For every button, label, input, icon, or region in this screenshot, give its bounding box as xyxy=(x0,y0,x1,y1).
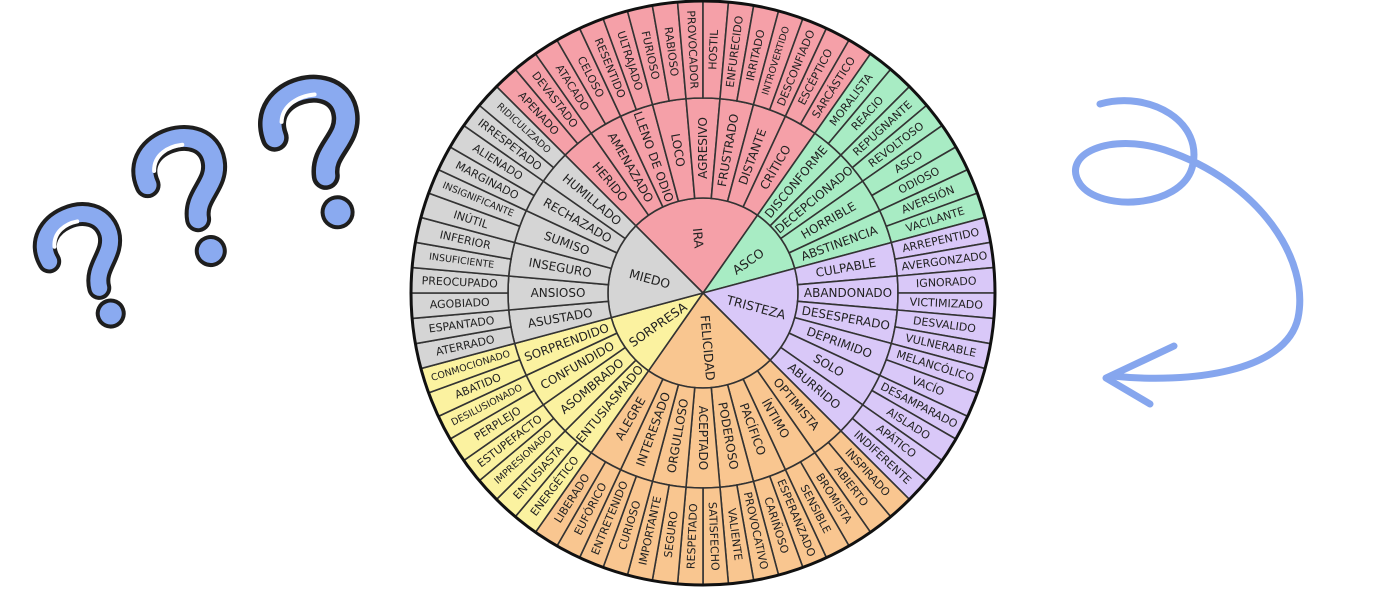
curved-arrow-icon xyxy=(1072,97,1304,408)
tertiary-emotion-label: PREOCUPADO xyxy=(421,274,498,290)
question-marks xyxy=(32,74,360,329)
secondary-emotion-label: ABANDONADO xyxy=(804,286,892,300)
tertiary-emotion-label: SEGURO xyxy=(662,510,681,558)
tertiary-emotion-label: RABIOSO xyxy=(662,26,681,77)
secondary-emotion-label: AGRESIVO xyxy=(696,117,710,179)
core-emotion-label: IRA xyxy=(690,227,707,249)
tertiary-emotion-label: VICTIMIZADO xyxy=(909,296,983,312)
question-mark-icon xyxy=(131,125,228,268)
emotion-wheel: IRAHERIDOAPENADODEVASTADOAMENAZADOATACAD… xyxy=(409,0,997,587)
secondary-emotion-label: ACEPTADO xyxy=(696,406,710,471)
secondary-emotion-label: LOCO xyxy=(668,132,688,167)
question-mark-icon xyxy=(32,202,126,329)
wheel-outline xyxy=(409,0,997,587)
core-emotion-label: FELICIDAD xyxy=(697,314,718,381)
secondary-emotion-label: ANSIOSO xyxy=(531,286,586,300)
tertiary-emotion-label: HOSTIL xyxy=(706,29,721,70)
question-mark-icon xyxy=(258,74,360,230)
tertiary-emotion-label: RESPETADO xyxy=(684,503,700,570)
tertiary-emotion-label: SATISFECHO xyxy=(706,502,722,572)
tertiary-emotion-label: PROVOCADOR xyxy=(684,10,700,90)
tertiary-emotion-label: IGNORADO xyxy=(916,275,977,291)
tertiary-emotion-label: AGOBIADO xyxy=(429,296,490,312)
